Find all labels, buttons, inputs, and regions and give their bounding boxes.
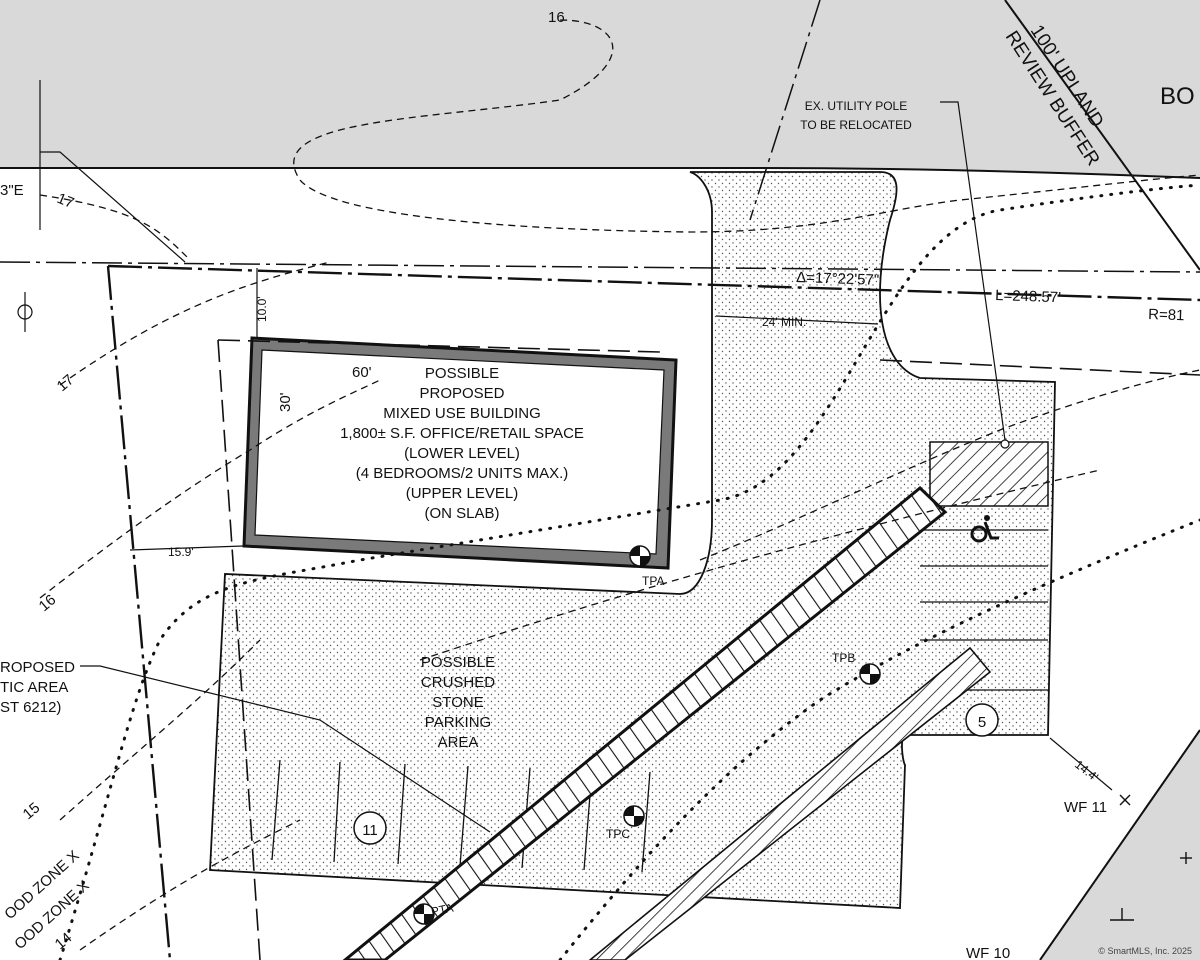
building-line-8: (ON SLAB) — [424, 505, 499, 522]
septic-strip — [342, 485, 948, 960]
parking-line-1: POSSIBLE — [421, 654, 495, 671]
septic-note-1: ROPOSED — [0, 659, 75, 676]
building-line-5: (LOWER LEVEL) — [404, 445, 520, 462]
building-line-6: (4 BEDROOMS/2 UNITS MAX.) — [356, 465, 569, 482]
wetland-flag-11: WF 11 — [1064, 799, 1107, 816]
building-line-1: POSSIBLE — [425, 365, 499, 382]
dimension-lines — [129, 268, 1113, 791]
test-pit-labels: TPA TPB TPC PTA — [430, 574, 856, 919]
accessible-parking-icon — [970, 515, 999, 543]
parking-count-left: 11 — [362, 822, 378, 839]
contour-label-16-left: 16 — [36, 591, 60, 615]
parking-label: POSSIBLE CRUSHED STONE PARKING AREA 11 5 — [362, 654, 986, 839]
contour-label-15: 15 — [20, 799, 44, 823]
curve-radius: R=81 — [1148, 306, 1185, 324]
utility-pole-marker — [1000, 439, 1010, 449]
utility-pole-leader — [940, 101, 1006, 441]
septic-note-3: ST 6212) — [0, 699, 61, 716]
test-pit-markers — [413, 545, 881, 925]
bearing-fragment: 3"E — [0, 182, 24, 199]
setback-top-dim: 10.0' — [255, 296, 269, 322]
septic-note-2: TIC AREA — [0, 679, 68, 696]
bearing-marker — [17, 80, 186, 332]
building-line-7: (UPPER LEVEL) — [406, 485, 519, 502]
contour-lines — [39, 19, 1200, 951]
copyright-credit: © SmartMLS, Inc. 2025 — [1098, 946, 1192, 956]
test-pit-label-b: TPB — [832, 651, 855, 665]
building-line-4: 1,800± S.F. OFFICE/RETAIL SPACE — [340, 425, 584, 442]
building-label: 60' 30' POSSIBLE PROPOSED MIXED USE BUIL… — [277, 364, 584, 522]
proposed-building — [242, 336, 678, 570]
curve-delta: Δ=17°22'57" — [796, 269, 880, 289]
test-pit-label-pta: PTA — [430, 901, 455, 919]
septic-strip-secondary — [588, 646, 992, 960]
utility-pole-note-1: EX. UTILITY POLE — [805, 99, 907, 113]
parking-line-2: CRUSHED — [421, 674, 495, 691]
septic-leader — [80, 665, 491, 833]
contour-label-16-top: 16 — [548, 9, 565, 26]
accessible-stall-hatch — [929, 441, 1049, 507]
setback-left-dim: 15.9' — [168, 545, 194, 559]
curve-labels: Δ=17°22'57" L=248.57' R=81 — [796, 269, 1185, 324]
parking-line-4: PARKING — [425, 714, 491, 731]
wetland-flag-markers — [1110, 794, 1192, 921]
curve-length: L=248.57' — [995, 287, 1062, 306]
parking-count-right: 5 — [978, 714, 986, 731]
building-line-2: PROPOSED — [419, 385, 504, 402]
wetland-flag-labels: WF 11 WF 10 — [966, 799, 1107, 960]
upland-buffer-line — [58, 183, 1200, 960]
building-width-dim: 60' — [352, 364, 372, 381]
contour-label-17-top: 17 — [55, 190, 77, 212]
parking-count-circle-right — [965, 703, 999, 737]
test-pit-label-c: TPC — [606, 827, 630, 841]
parking-line-3: STONE — [432, 694, 483, 711]
utility-pole-note-2: TO BE RELOCATED — [800, 118, 912, 132]
road-name-fragment: BO — [1160, 83, 1195, 110]
buffer-offset-dim: 14.4' — [1072, 757, 1101, 784]
parking-count-circle-left — [353, 811, 387, 845]
building-line-3: MIXED USE BUILDING — [383, 405, 541, 422]
wetland-flag-10: WF 10 — [966, 945, 1010, 960]
parking-line-5: AREA — [438, 734, 479, 751]
building-depth-dim: 30' — [277, 392, 294, 412]
test-pit-label-a: TPA — [642, 574, 664, 588]
aisle-dim: 24' MIN. — [762, 315, 806, 329]
contour-label-14: 14 — [52, 929, 76, 953]
